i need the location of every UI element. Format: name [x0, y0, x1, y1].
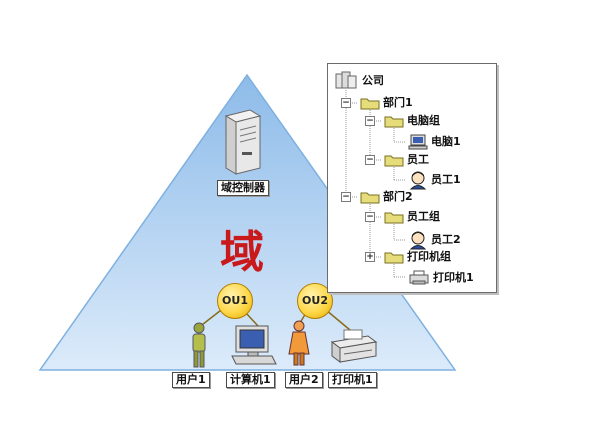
leaf-label-computer1: 计算机1 [226, 372, 275, 388]
folder-icon [384, 212, 404, 224]
tree-item-label[interactable]: 电脑1 [431, 135, 461, 148]
tree-expander[interactable]: − [365, 212, 375, 222]
user-icon [409, 171, 427, 190]
tree-expander[interactable]: − [341, 192, 351, 202]
tree-item-label[interactable]: 打印机组 [407, 250, 451, 263]
tree-expander[interactable]: + [365, 252, 375, 262]
tree-expander[interactable]: − [341, 98, 351, 108]
folder-icon [384, 116, 404, 128]
tree-item-label[interactable]: 员工 [407, 153, 429, 166]
tree-expander[interactable]: − [365, 116, 375, 126]
user-icon [409, 231, 427, 250]
computer-icon [408, 134, 428, 150]
leaf-label-user2: 用户2 [285, 372, 323, 388]
tree-root-label: 公司 [362, 74, 384, 87]
computer-icon [231, 325, 277, 365]
domain-label: 域 [220, 227, 264, 278]
printer-icon [330, 329, 378, 363]
ou-tree-panel: 公司 − 部门1 − 电脑组 电脑1 − 员工 员 [327, 63, 497, 293]
tree-item-label[interactable]: 电脑组 [407, 114, 440, 127]
user-icon [288, 320, 310, 366]
tree-item-label[interactable]: 员工1 [431, 173, 461, 186]
user-icon [192, 322, 206, 368]
tree-item-label[interactable]: 部门2 [383, 190, 413, 203]
ou-node: OU1 [217, 283, 253, 319]
server-icon [224, 109, 262, 175]
tree-item-label[interactable]: 打印机1 [433, 271, 474, 284]
folder-icon [360, 192, 380, 204]
leaf-label-printer1: 打印机1 [328, 372, 377, 388]
domain-controller-label: 域控制器 [217, 180, 269, 196]
company-icon [335, 71, 357, 89]
folder-icon [384, 155, 404, 167]
folder-icon [360, 98, 380, 110]
tree-item-label[interactable]: 部门1 [383, 96, 413, 109]
leaf-label-user1: 用户1 [172, 372, 210, 388]
tree-item-label[interactable]: 员工组 [407, 210, 440, 223]
tree-expander[interactable]: − [365, 155, 375, 165]
tree-item-label[interactable]: 员工2 [431, 233, 461, 246]
folder-icon [384, 252, 404, 264]
printer-icon [409, 270, 429, 285]
